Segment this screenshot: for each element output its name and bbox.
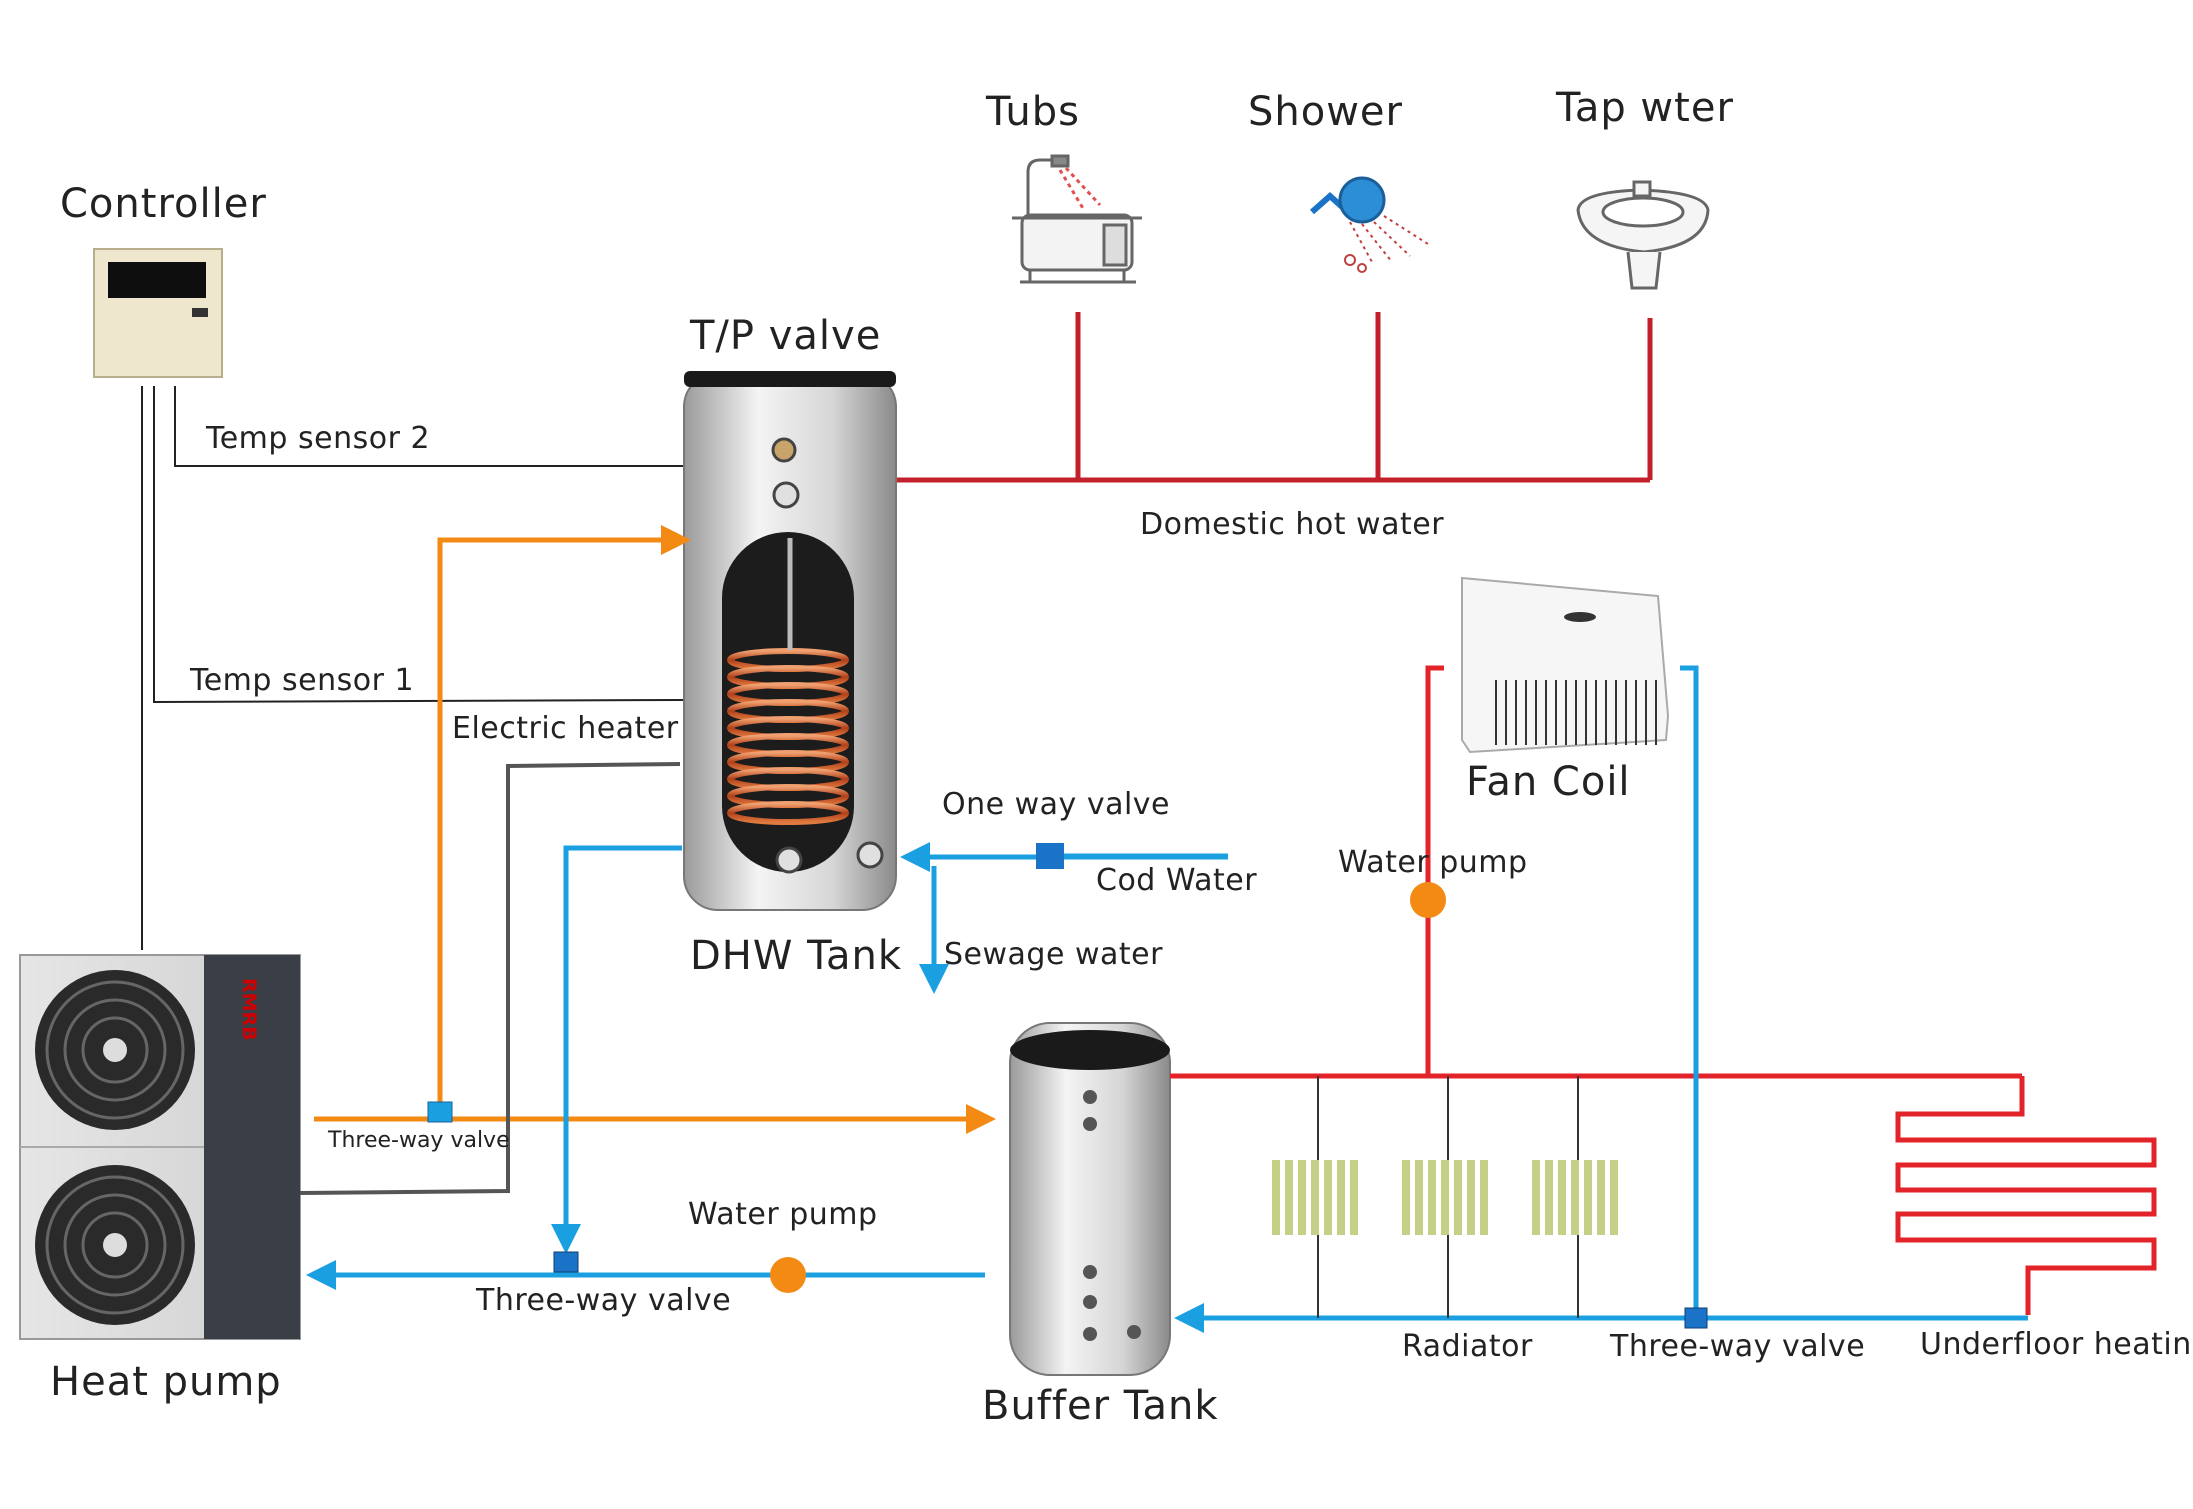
radiator-label: Radiator <box>1402 1329 1533 1364</box>
shower-label: Shower <box>1248 89 1403 135</box>
three-way-valve-icon <box>553 1251 579 1273</box>
tap-water-label: Tap wter <box>1556 85 1734 131</box>
brand-logo: RMRB <box>238 978 260 1041</box>
water-pump-icon <box>770 1257 806 1293</box>
three-way-valve-bottom-label: Three-way valve <box>476 1283 732 1318</box>
fan-coil-label: Fan Coil <box>1466 759 1631 805</box>
shower-icon <box>1310 176 1429 273</box>
tp-valve-label: T/P valve <box>690 313 882 359</box>
buffer-tank-label: Buffer Tank <box>982 1383 1219 1429</box>
three-way-valve-icon <box>1684 1307 1708 1329</box>
water-pump-icon <box>1410 882 1446 918</box>
domestic-hot-water-pipes <box>895 312 1653 483</box>
dhw-tank <box>683 371 897 911</box>
heat-pump-unit <box>19 954 301 1340</box>
fan-coil-unit <box>1461 576 1670 754</box>
one-way-valve-label: One way valve <box>942 787 1171 822</box>
radiator-icon <box>1402 1160 1488 1235</box>
heat-pump-label: Heat pump <box>50 1359 282 1405</box>
electric-heater-label: Electric heater <box>452 711 679 746</box>
domestic-hot-water-label: Domestic hot water <box>1140 507 1445 542</box>
controller-label: Controller <box>60 181 267 227</box>
sink-icon <box>1576 180 1710 290</box>
underfloor-heating-label: Underfloor heating <box>1920 1327 2193 1362</box>
buffer-tank <box>1009 1022 1171 1376</box>
temp-sensor-2-label: Temp sensor 2 <box>206 421 431 456</box>
electric-heater-wire <box>299 762 681 1195</box>
one-way-valve-icon <box>1036 843 1064 869</box>
radiators <box>1272 1076 1618 1318</box>
three-way-valve-top-label: Three-way valve <box>328 1128 510 1153</box>
radiator-icon <box>1272 1160 1358 1235</box>
three-way-valve-right-label: Three-way valve <box>1610 1329 1866 1364</box>
fan-icon <box>35 970 195 1130</box>
tubs-label: Tubs <box>986 89 1080 135</box>
sewage-water-label: Sewage water <box>944 937 1163 972</box>
cold-water-label: Cod Water <box>1096 863 1258 898</box>
dhw-tank-label: DHW Tank <box>690 933 902 979</box>
three-way-valve-icon <box>427 1101 453 1123</box>
radiator-icon <box>1532 1160 1618 1235</box>
controller-wiring <box>141 386 684 950</box>
dhw-heating-loop <box>314 525 996 1134</box>
heating-supply-pipes <box>1170 665 2157 1315</box>
heating-return-pipes <box>1174 665 2028 1333</box>
controller-unit <box>93 248 223 378</box>
heat-exchanger-coil-icon <box>727 648 849 825</box>
water-pump-main-label: Water pump <box>688 1197 878 1232</box>
bathtub-icon <box>1012 154 1142 284</box>
fan-icon <box>35 1165 195 1325</box>
temp-sensor-1-label: Temp sensor 1 <box>190 663 415 698</box>
water-pump-fancoil-label: Water pump <box>1338 845 1528 880</box>
